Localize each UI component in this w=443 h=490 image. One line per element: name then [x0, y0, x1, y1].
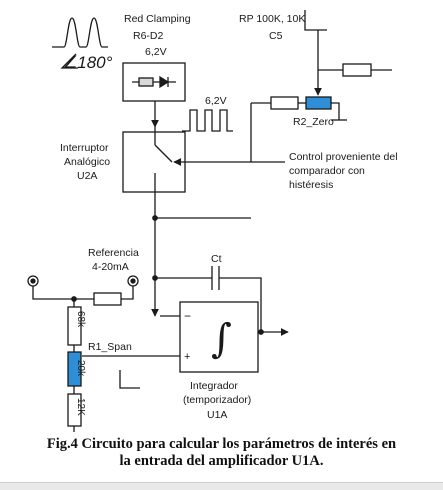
integrator-opamp	[179, 301, 259, 373]
square-waveform	[182, 109, 233, 132]
span-pot-20k-label: 20k	[75, 360, 86, 377]
minus-input-label: −	[184, 309, 191, 323]
reference-label: Referencia	[88, 247, 139, 259]
integrator-label-2: (temporizador)	[183, 394, 251, 406]
red-clamping-label: Red Clamping	[124, 13, 191, 25]
resistor-12k-label: 12K	[75, 398, 86, 416]
r2-resistor	[270, 96, 299, 110]
control-label-1: Control proveniente del	[289, 151, 398, 163]
caption-line-2: la entrada del amplificador U1A.	[119, 453, 324, 469]
ct-label: Ct	[211, 253, 222, 265]
resistor-68k-label: 68k	[75, 311, 86, 328]
angle-symbol	[60, 53, 78, 69]
control-label-2: comparador con	[289, 165, 365, 177]
c5-label: C5	[269, 30, 283, 42]
r2-zero-pot	[305, 96, 332, 110]
rp-label: RP 100K, 10K	[239, 13, 305, 25]
control-label-3: histéresis	[289, 179, 333, 191]
ref-resistor	[93, 292, 122, 306]
phase-label: ∠180°	[62, 53, 113, 72]
r2-zero-label: R2_Zero	[293, 116, 334, 128]
r1-span-label: R1_Span	[88, 341, 132, 353]
clamping-block	[122, 62, 186, 102]
square-voltage-label: 6,2V	[205, 95, 227, 107]
caption-line-1: Fig.4 Circuito para calcular los parámet…	[46, 436, 397, 452]
bottom-edge-bar	[0, 482, 443, 490]
c5-resistor	[342, 63, 372, 77]
switch-label-3: U2A	[77, 170, 97, 182]
phase-waveform	[52, 17, 108, 48]
switch-label-2: Analógico	[64, 156, 110, 168]
red-clamping-sub: R6-D2	[133, 30, 164, 42]
integrator-label-3: U1A	[207, 409, 227, 421]
red-clamping-voltage: 6,2V	[145, 46, 167, 58]
integral-symbol: ∫	[211, 316, 232, 362]
integrator-label-1: Integrador	[190, 380, 238, 392]
switch-label-1: Interruptor	[60, 142, 109, 154]
plus-input-label: +	[184, 351, 190, 363]
reference-range: 4-20mA	[92, 261, 129, 273]
figure-caption: Fig.4 Circuito para calcular los parámet…	[0, 436, 443, 470]
